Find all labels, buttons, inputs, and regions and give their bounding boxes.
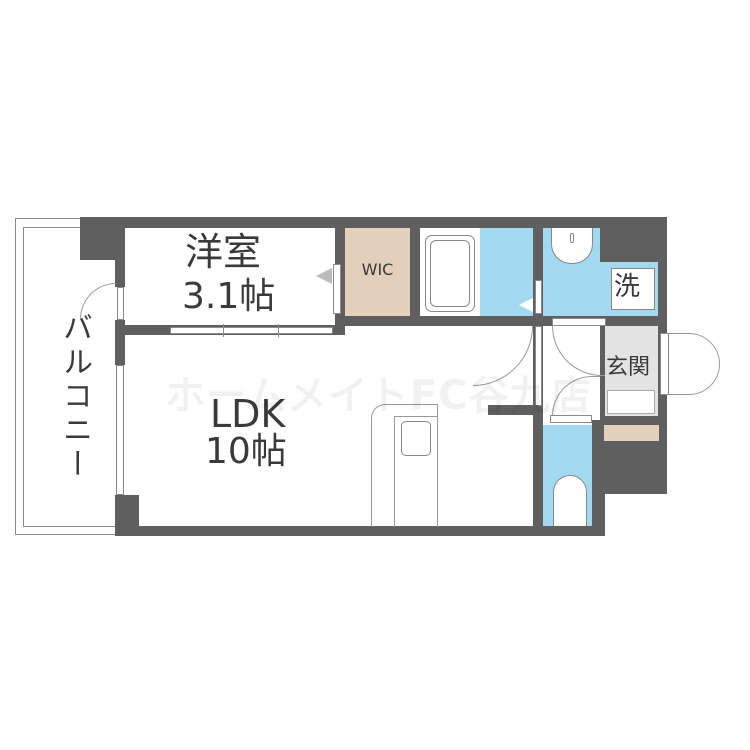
washer-box bbox=[611, 268, 655, 310]
door-divider bbox=[278, 324, 279, 337]
bathtub-icon bbox=[425, 235, 475, 312]
wall-mid-horizontal bbox=[335, 316, 605, 326]
wic-door[interactable] bbox=[333, 264, 341, 314]
washroom-label: 洗 bbox=[614, 272, 641, 302]
toilet-icon bbox=[553, 475, 587, 526]
balcony-label: バルコニー bbox=[57, 312, 92, 482]
watermark: ホームメイトFC谷九店 bbox=[165, 373, 592, 419]
bathroom-door[interactable] bbox=[535, 280, 542, 314]
western-room-name: 洋室 bbox=[185, 230, 262, 274]
wic bbox=[345, 228, 410, 316]
wall-hall-left bbox=[533, 326, 543, 526]
sink-basin-icon bbox=[401, 421, 431, 456]
wall-bath-right bbox=[533, 217, 543, 326]
western-room-top bbox=[157, 228, 335, 260]
western-room-size: 3.1帖 bbox=[182, 276, 276, 317]
sliding-door-western[interactable] bbox=[170, 327, 333, 334]
door-arrow-icon bbox=[519, 298, 533, 312]
balcony-door[interactable] bbox=[117, 287, 124, 320]
shoe-cabinet bbox=[607, 390, 655, 414]
ldk-window[interactable] bbox=[116, 365, 124, 495]
wall-top bbox=[80, 217, 667, 228]
front-door-swing bbox=[668, 333, 720, 395]
step-board bbox=[604, 425, 659, 441]
entrance-label: 玄関 bbox=[606, 355, 651, 380]
toilet-door[interactable] bbox=[550, 415, 592, 423]
ldk-name: LDK bbox=[210, 392, 286, 436]
faucet-icon bbox=[570, 233, 574, 243]
ldk-door-frame[interactable] bbox=[535, 326, 542, 406]
wall-wic-right bbox=[410, 217, 420, 325]
wic-label: WIC bbox=[361, 260, 394, 279]
wall-left-mid bbox=[115, 320, 125, 365]
bathtub-inner bbox=[430, 240, 470, 307]
door-arrow-icon bbox=[316, 268, 332, 284]
sink-icon bbox=[551, 228, 593, 264]
wall-ldk-stub bbox=[488, 405, 538, 415]
door-divider bbox=[223, 324, 224, 337]
ldk-size: 10帖 bbox=[205, 431, 287, 472]
wall-left-upper bbox=[115, 217, 125, 287]
washroom-door[interactable] bbox=[552, 318, 606, 326]
wall-bottom bbox=[115, 526, 605, 536]
wall-right-lower bbox=[592, 420, 605, 536]
kitchen-inner bbox=[394, 416, 438, 527]
